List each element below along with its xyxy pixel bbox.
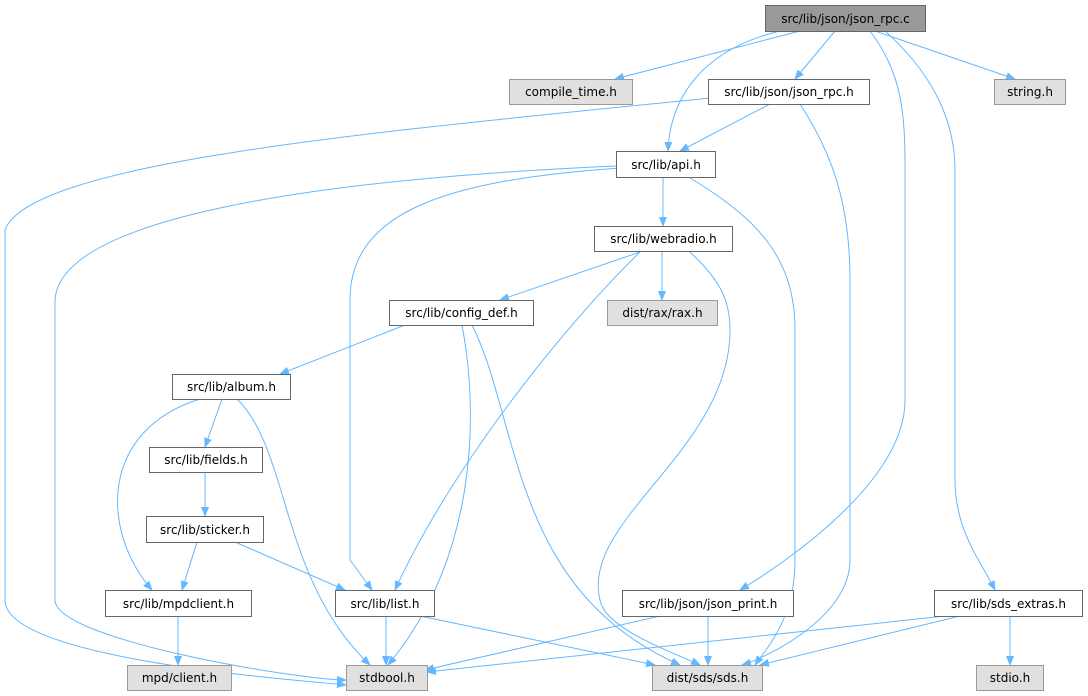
node-sds-extras-h[interactable]: src/lib/sds_extras.h bbox=[934, 590, 1083, 617]
node-stdio-h[interactable]: stdio.h bbox=[976, 665, 1044, 691]
edge bbox=[424, 615, 661, 672]
node-sds-h[interactable]: dist/sds/sds.h bbox=[652, 665, 763, 691]
edge bbox=[204, 398, 223, 448]
edge bbox=[349, 167, 621, 591]
node-album-h[interactable]: src/lib/album.h bbox=[172, 374, 291, 400]
node-list-h[interactable]: src/lib/list.h bbox=[335, 590, 435, 617]
node-compile-time-h[interactable]: compile_time.h bbox=[509, 79, 633, 105]
node-string-h[interactable]: string.h bbox=[994, 79, 1066, 105]
edge bbox=[884, 30, 996, 591]
edge bbox=[499, 251, 641, 301]
node-api-h[interactable]: src/lib/api.h bbox=[616, 151, 716, 178]
edge bbox=[759, 615, 961, 667]
edge bbox=[597, 251, 731, 666]
edge bbox=[394, 251, 641, 591]
edge bbox=[739, 30, 906, 591]
edge bbox=[471, 324, 681, 666]
node-stdbool-h[interactable]: stdbool.h bbox=[346, 665, 428, 691]
edge bbox=[794, 30, 836, 80]
edge bbox=[419, 615, 656, 668]
edge bbox=[426, 615, 946, 676]
edge bbox=[689, 177, 796, 666]
node-json-rpc-h[interactable]: src/lib/json/json_rpc.h bbox=[708, 79, 870, 105]
edge bbox=[54, 165, 617, 684]
node-rax-h[interactable]: dist/rax/rax.h bbox=[607, 300, 718, 326]
edge bbox=[387, 324, 471, 666]
node-mpdclient-h[interactable]: src/lib/mpdclient.h bbox=[105, 590, 252, 617]
node-config-def-h[interactable]: src/lib/config_def.h bbox=[389, 300, 534, 326]
node-fields-h[interactable]: src/lib/fields.h bbox=[149, 447, 263, 473]
edge bbox=[234, 541, 346, 591]
edge bbox=[117, 398, 201, 591]
edge bbox=[180, 541, 198, 591]
node-sticker-h[interactable]: src/lib/sticker.h bbox=[146, 516, 264, 543]
edge bbox=[741, 103, 851, 667]
edge bbox=[614, 30, 801, 81]
edge bbox=[679, 103, 771, 152]
node-webradio-h[interactable]: src/lib/webradio.h bbox=[594, 226, 733, 252]
edge bbox=[279, 324, 406, 375]
edge bbox=[874, 30, 1016, 80]
node-json-rpc-c[interactable]: src/lib/json/json_rpc.c bbox=[765, 5, 926, 32]
node-mpd-client-h[interactable]: mpd/client.h bbox=[127, 665, 232, 691]
edge bbox=[236, 398, 371, 666]
node-json-print-h[interactable]: src/lib/json/json_print.h bbox=[622, 590, 794, 617]
edge bbox=[664, 30, 781, 152]
